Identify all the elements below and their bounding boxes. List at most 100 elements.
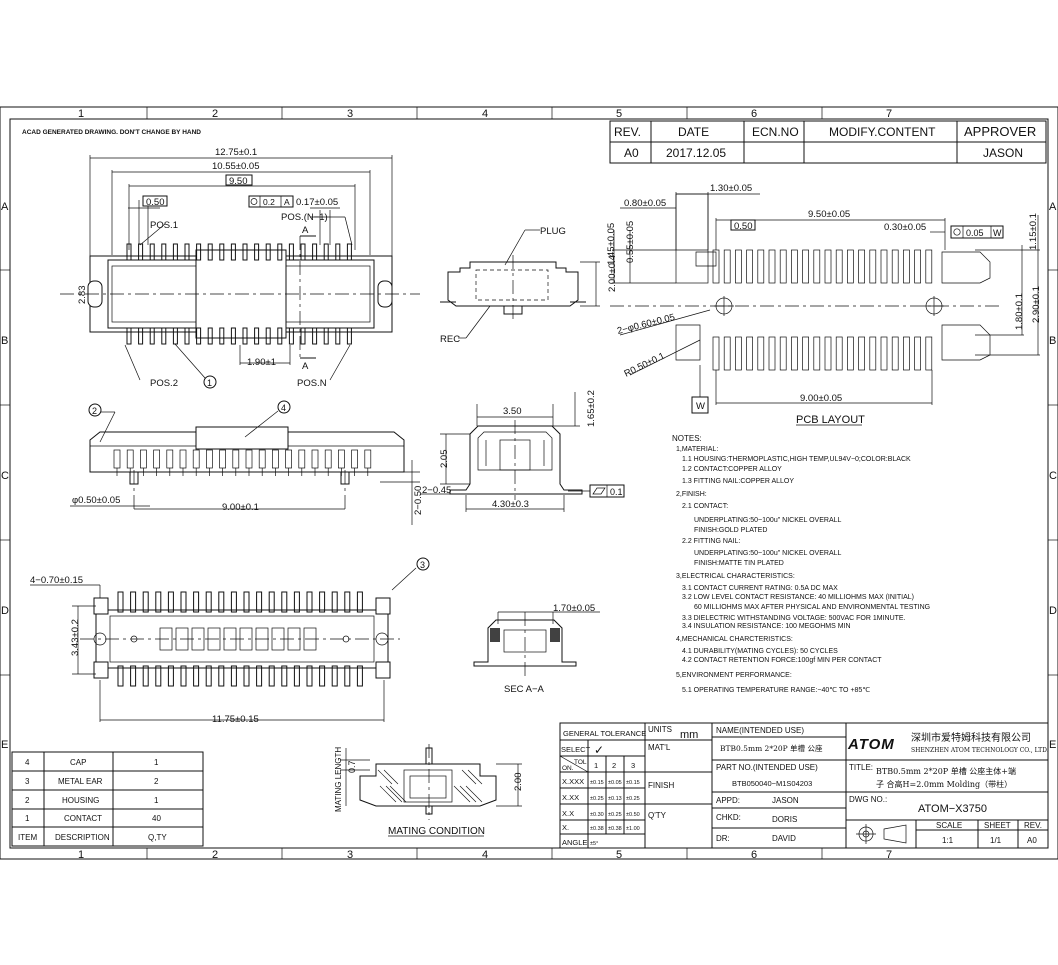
- zone-col-1-bottom: 1: [78, 849, 84, 861]
- top-view: 12.75±0.1 10.55±0.05 9.50 0.50 0.2 A 0.1…: [60, 147, 420, 389]
- tolerance-cell: ±0.38: [590, 826, 604, 832]
- side-dim-9-00: 9.00±0.1: [222, 502, 259, 513]
- pcb-datum-w: W: [696, 401, 705, 412]
- contact-pin: [138, 243, 144, 261]
- bottom-pin: [344, 665, 351, 687]
- dim-9-50: 9.50: [229, 176, 248, 187]
- contact-pin: [265, 327, 271, 345]
- pcb-pad: [712, 249, 720, 284]
- mating-condition: MATING LENGTH 0.7 2.00 MATING CONDITION: [334, 744, 524, 837]
- bottom-pin: [268, 665, 275, 687]
- pcb-pad: [802, 249, 809, 284]
- part-value: BTB050040−M1S04203: [732, 779, 812, 788]
- zone-col-4: 4: [482, 108, 488, 120]
- tol-col-2: 2: [612, 761, 616, 770]
- end-dim-3-50: 3.50: [503, 406, 522, 417]
- bottom-pin: [256, 665, 263, 687]
- pcb-pad: [869, 249, 877, 284]
- pcb-pad: [835, 336, 843, 371]
- note-line: 2.1 CONTACT:: [682, 503, 728, 510]
- contact-pin: [323, 243, 329, 261]
- side-pin: [179, 449, 187, 469]
- revision-block: REV. DATE ECN.NO MODIFY.CONTENT APPROVER…: [609, 120, 1047, 164]
- end-view: 3.50 1.65±0.2 2.05 2−0.45 4.30±0.3 0.1: [420, 390, 625, 512]
- bottom-pin: [293, 591, 300, 613]
- note-line: 4.1 DURABILITY(MATING CYCLES): 50 CYCLES: [682, 648, 838, 655]
- tol-on-label: ON.: [562, 765, 574, 772]
- side-pin: [324, 449, 332, 469]
- contact-pin: [184, 243, 190, 261]
- contact-pin: [172, 243, 178, 261]
- bottom-pin: [218, 591, 225, 613]
- tol-tol-label: TOL: [574, 759, 587, 766]
- section-label: SEC A−A: [504, 684, 545, 695]
- pcb-pad: [813, 249, 821, 284]
- side-pin: [140, 449, 147, 469]
- side-pin: [245, 449, 253, 469]
- pcb-pad: [925, 249, 933, 284]
- dim-2-83: 2.83: [77, 286, 88, 305]
- inner-frame: [9, 118, 1049, 849]
- zone-col-5-bottom: 5: [616, 849, 622, 861]
- top-pins-lower: [126, 327, 352, 345]
- contact-pin: [149, 243, 155, 261]
- zone-row-d-right: D: [1049, 605, 1057, 617]
- bottom-pin: [331, 665, 338, 687]
- dwg-label: DWG NO.:: [849, 795, 887, 804]
- end-dim-0-1: 0.1: [610, 487, 623, 497]
- zone-col-4-bottom: 4: [482, 849, 488, 861]
- title-line-2: 子 合高H=2.0mm Molding（带柱）: [876, 779, 1012, 789]
- bottom-dim-3-43: 3.43±0.2: [70, 619, 81, 656]
- top-pins-upper: [126, 243, 352, 261]
- contact-pin: [196, 243, 202, 261]
- chkd-value: DORIS: [772, 815, 797, 824]
- contact-pin: [346, 243, 352, 261]
- pcb-pad: [847, 249, 854, 284]
- bottom-pin: [155, 591, 162, 613]
- side-pins: [113, 449, 372, 476]
- pcb-pad: [914, 249, 921, 284]
- pcb-dim-9-50: 9.50±0.05: [808, 209, 850, 220]
- pcb-dim-0-30: 0.30±0.05: [884, 222, 926, 233]
- rev-header-ecn: ECN.NO: [752, 125, 799, 139]
- pcb-pad: [757, 249, 765, 284]
- dim-2-00: 2.00±0.4: [607, 255, 618, 292]
- bom-qty-1: 40: [152, 814, 161, 823]
- bottom-pin: [155, 665, 162, 687]
- bottom-pin: [230, 665, 237, 687]
- contact-pin: [161, 243, 167, 261]
- title-line-1: BTB0.5mm 2*20P 单槽 公座主体+端: [876, 766, 1016, 776]
- bottom-pin: [319, 665, 326, 687]
- zone-col-7-bottom: 7: [886, 849, 892, 861]
- bom-qty-3: 2: [154, 777, 159, 786]
- rev-value-approver: JASON: [983, 146, 1023, 160]
- contact-pin: [346, 327, 352, 345]
- section-a-bottom: A: [302, 361, 309, 372]
- rev-header-date: DATE: [678, 125, 709, 139]
- pcb-pad: [813, 336, 821, 371]
- dim-0-17: 0.17±0.05: [296, 197, 338, 208]
- pcb-pad: [768, 336, 776, 371]
- pcb-pad: [723, 249, 731, 284]
- contact-pin: [277, 243, 283, 261]
- contact-pin: [230, 243, 236, 261]
- matl-label: MAT'L: [648, 743, 671, 752]
- bottom-pin: [205, 591, 212, 613]
- pcb-pad: [779, 249, 787, 284]
- contact-pin: [265, 243, 271, 261]
- bottom-dim-11-75: 11.75±0.15: [212, 714, 259, 725]
- pcb-dim-2-90: 2.90±0.1: [1031, 286, 1042, 323]
- side-view: φ0.50±0.05 9.00±0.1 2−0.50 2 4: [70, 400, 424, 525]
- tolerance-rows: X.XXX±0.15±0.05±0.15X.XX±0.25±0.13±0.25X…: [562, 777, 640, 847]
- dim-datum-a: A: [284, 197, 290, 207]
- pcb-dim-2-phi: 2−φ0.60±0.05: [616, 312, 676, 337]
- rev-value-rev: A0: [624, 146, 639, 160]
- label-pos-n: POS.N: [297, 378, 327, 389]
- pcb-pad: [824, 336, 832, 371]
- tolerance-cell: ±0.25: [608, 812, 622, 818]
- name-value: BTB0.5mm 2*20P 单槽 公座: [720, 743, 823, 753]
- tolerance-cell: ±0.25: [590, 796, 604, 802]
- tolerance-cell: ±0.25: [626, 796, 640, 802]
- label-rec: REC: [440, 334, 460, 345]
- contact-pin: [335, 327, 341, 345]
